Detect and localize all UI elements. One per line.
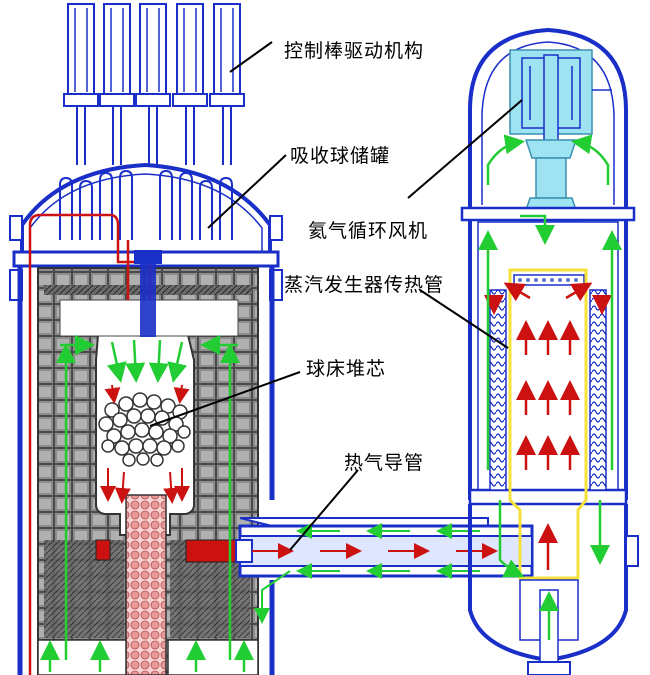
control-rod-drives <box>63 3 245 165</box>
label-hot-gas-duct: 热气导管 <box>344 452 425 474</box>
label-control-rod-drive: 控制棒驱动机构 <box>284 40 425 62</box>
label-leaders <box>149 41 523 551</box>
steam-generator-vessel <box>460 27 639 675</box>
label-sg-heat-tubes: 蒸汽发生器传热管 <box>284 274 445 296</box>
steam-generator-heat-tubes <box>489 268 607 580</box>
pebble-discharge-tube <box>125 494 167 675</box>
absorber-ball-tanks <box>59 169 233 240</box>
label-helium-blower: 氦气循环风机 <box>308 220 429 242</box>
label-pebble-bed-core: 球床堆芯 <box>306 358 387 380</box>
label-absorber-ball-tank: 吸收球储罐 <box>290 145 391 167</box>
reactor-pressure-vessel <box>9 3 283 675</box>
hot-gas-duct <box>235 517 534 624</box>
pebble-bed-core <box>98 392 191 467</box>
